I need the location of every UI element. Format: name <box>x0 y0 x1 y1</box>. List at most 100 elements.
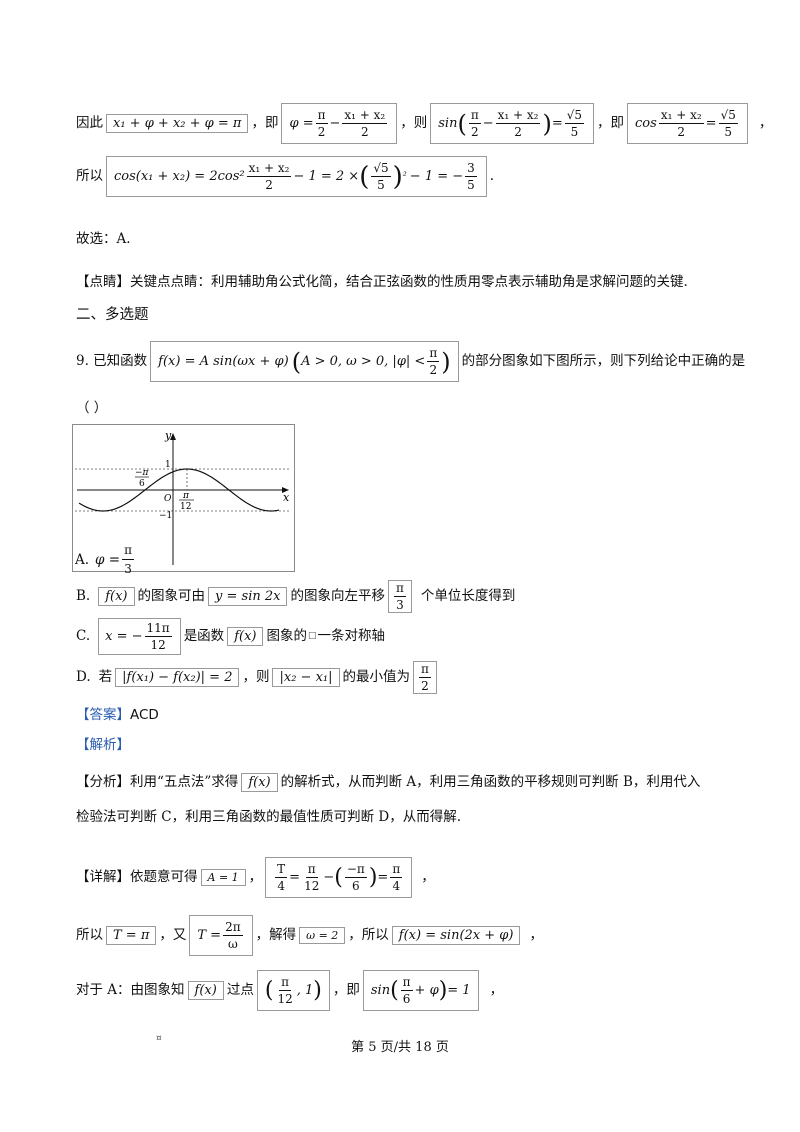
denominator: 12 <box>150 638 166 652</box>
fraction: 11π 12 <box>144 621 172 652</box>
paren: ) <box>441 347 451 376</box>
equation-box: |f(x₁) − f(x₂)| = 2 <box>115 668 240 687</box>
denominator: 2 <box>470 125 479 139</box>
equation-box: f(x) <box>187 981 224 1000</box>
denominator: 5 <box>467 178 475 192</box>
equation-box: x = − 11π 12 <box>98 618 181 655</box>
origin-label: O <box>164 494 172 504</box>
operator: − <box>323 870 335 885</box>
denominator: ω <box>227 937 238 951</box>
fraction: π 4 <box>390 862 403 892</box>
numerator: 2π <box>223 920 243 936</box>
equation: f(x) <box>248 775 271 790</box>
analysis-line: 【解析】 <box>76 738 130 753</box>
equation: T = π <box>113 928 150 943</box>
fraction: π 2 <box>468 108 481 139</box>
denominator: 2 <box>265 178 273 192</box>
equation: x₁ + φ + x₂ + φ = π <box>113 116 242 131</box>
text: ，所以 <box>348 926 389 943</box>
fraction: π 12 <box>302 863 321 892</box>
equation: = 1 <box>447 983 471 998</box>
paren: ( <box>390 977 399 1003</box>
equation-box: A = 1 <box>200 869 246 886</box>
text: 一条对称轴 <box>317 627 386 644</box>
text: 所以 <box>76 926 103 943</box>
line-2: 所以 cos(x₁ + x₂) = 2cos² x₁ + x₂ 2 − 1 = … <box>76 156 494 197</box>
fraction: x₁ + x₂ 2 <box>342 109 388 138</box>
numerator: π <box>468 108 481 124</box>
text: ，则 <box>242 668 270 685</box>
equation: f(x) <box>105 589 128 604</box>
fraction: π 3 <box>122 543 134 576</box>
numerator: π <box>315 108 328 124</box>
equation: , 1 <box>296 983 314 998</box>
option-label: C. <box>76 627 91 644</box>
text: ， <box>248 868 263 885</box>
fraction: √5 5 <box>371 162 391 191</box>
paren: ) <box>368 864 378 890</box>
text: ， <box>529 926 543 943</box>
option-label: D. <box>76 668 91 685</box>
denominator: 12 <box>304 879 320 893</box>
equation-box: φ = π 2 − x₁ + x₂ 2 <box>281 103 398 144</box>
equation: y = sin 2x <box>215 589 281 604</box>
paren: ) <box>542 109 552 138</box>
fraction: π 2 <box>419 663 431 692</box>
text: . <box>489 167 495 184</box>
denominator: 4 <box>277 879 285 893</box>
option-c: C. x = − 11π 12 是函数 f(x) 图象的 □ 一条对称轴 <box>76 618 385 655</box>
equation: |f(x₁) − f(x₂)| = 2 <box>122 670 233 685</box>
footer-mark: ¤ <box>156 1034 162 1044</box>
text: 利用“五点法”求得 <box>130 773 239 790</box>
answer-line: 【答案】 ACD <box>76 707 159 723</box>
option-a-analysis: 对于 A：由图象知 f(x) 过点 ( π 12 , 1 ) ，即 sin ( … <box>76 970 503 1011</box>
numerator: 11π <box>144 621 172 637</box>
text: 个单位长度得到 <box>420 587 516 604</box>
numerator: π <box>390 862 403 878</box>
exponent: ² <box>402 170 407 182</box>
tick-label-neg-pi6-num: −π <box>135 468 150 478</box>
text: 二、多选题 <box>76 307 149 323</box>
paren: ) <box>392 161 403 192</box>
tick-label-pi12-den: 12 <box>180 502 191 512</box>
numerator: π <box>400 975 413 991</box>
equation-box: sin ( π 2 − x₁ + x₂ 2 ) = √5 5 <box>430 103 595 144</box>
denominator: 2 <box>317 125 326 139</box>
denominator: 2 <box>514 125 522 139</box>
option-b: B. f(x) 的图象可由 y = sin 2x 的图象向左平移 π 3 个单位… <box>76 580 515 613</box>
denominator: 6 <box>352 879 360 893</box>
line-3: 故选：A. <box>76 232 131 247</box>
tag: 【点睛】 <box>76 274 130 290</box>
fraction: x₁ + x₂ 2 <box>658 109 704 138</box>
tick-label-1: 1 <box>165 460 171 470</box>
text: 的最小值为 <box>342 668 411 685</box>
tag: 【分析】 <box>76 773 130 790</box>
option-label: B. <box>76 587 91 604</box>
operator: − <box>329 116 341 131</box>
tick-label-neg1: −1 <box>159 511 172 521</box>
text: 9. 已知函数 <box>76 352 148 369</box>
equation-box: f(x) = sin(2x + φ) <box>391 926 521 945</box>
period-line: 所以 T = π ，又 T = 2π ω ，解得 ω = 2 ，所以 f(x) … <box>76 915 543 956</box>
fraction: −π 6 <box>344 863 367 893</box>
fraction: √5 5 <box>718 109 738 138</box>
xiangjie-line: 【详解】 依题意可得 A = 1 ， T 4 = π 12 − ( −π 6 )… <box>76 857 435 898</box>
numerator: x₁ + x₂ <box>246 161 292 177</box>
fraction: x₁ + x₂ 2 <box>246 161 292 192</box>
text: 检验法可判断 C，利用三角函数的最值性质可判断 D，从而得解. <box>76 809 462 825</box>
answer-text: ACD <box>130 707 159 723</box>
text: ，又 <box>159 926 187 943</box>
text: ，即 <box>332 981 360 998</box>
equation-box: T 4 = π 12 − ( −π 6 ) = π 4 <box>265 857 413 898</box>
denominator: 3 <box>124 562 132 576</box>
equation: T = <box>197 928 222 943</box>
text: 是函数 <box>183 627 225 644</box>
equation-box: ( π 12 , 1 ) <box>256 970 330 1011</box>
text: 关键点点睛：利用辅助角公式化简，结合正弦函数的性质用零点表示辅助角是求解问题的关… <box>130 274 688 290</box>
equation-box: f(x) = A sin(ωx + φ) ( A > 0, ω > 0, |φ|… <box>150 341 459 382</box>
numerator: T <box>275 862 288 878</box>
sine-curve <box>78 468 280 512</box>
fraction: √5 5 <box>564 109 585 138</box>
function: sin <box>438 116 458 131</box>
equation: x = − <box>105 629 143 644</box>
